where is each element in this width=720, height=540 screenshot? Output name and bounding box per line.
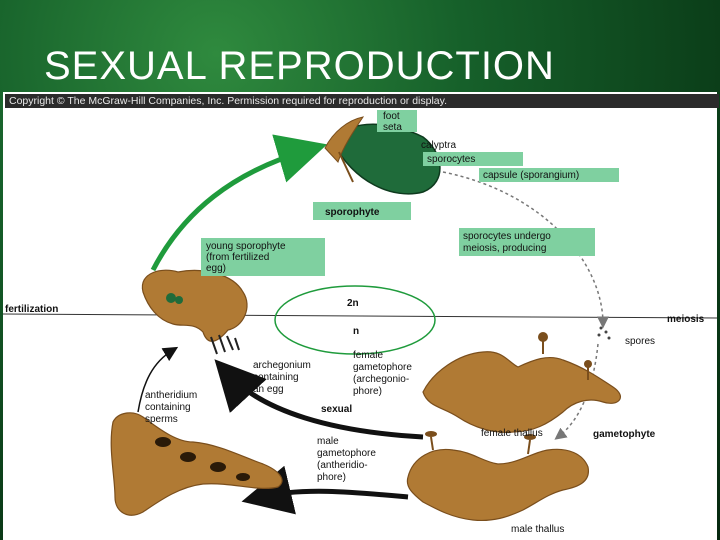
male-gametophore-line-2: gametophore — [317, 448, 376, 459]
archegonium-line-3: an egg — [253, 384, 284, 395]
sporophyte-label-bg — [313, 202, 411, 220]
slide-title: SEXUAL REPRODUCTION — [44, 44, 555, 88]
young-sporophyte-label-bg — [201, 238, 325, 276]
male-thallus-label: male thallus — [511, 524, 564, 535]
seta-label: seta — [383, 122, 402, 133]
diploid-label: 2n — [347, 298, 359, 309]
female-gametophyte-thallus — [422, 332, 621, 433]
diagram-panel: Copyright © The McGraw-Hill Companies, I… — [3, 92, 719, 540]
male-gametophyte-thallus-right — [406, 431, 590, 522]
female-gametophore-line-1: female — [353, 350, 383, 361]
female-gametophore-line-2: gametophore — [353, 362, 412, 373]
foot-label: foot — [383, 111, 400, 122]
archegonium-cluster — [210, 334, 240, 355]
foot-seta-label-bg — [377, 110, 417, 132]
young-sporophyte-line-2: (from fertilized — [206, 252, 269, 263]
female-gametophore-line-3: (archegonio- — [353, 374, 409, 385]
antheridium-line-1: antheridium — [145, 390, 197, 401]
spores-dots — [597, 326, 611, 340]
male-gametophyte-thallus-left — [110, 412, 283, 516]
spores-label: spores — [625, 336, 655, 347]
sporophyte-label: sporophyte — [325, 207, 380, 218]
young-sporophyte-line-3: egg) — [206, 263, 226, 274]
sporophyte-capsule — [324, 116, 441, 195]
gametophyte-label: gametophyte — [593, 429, 656, 440]
green-arrow-sporophyte — [150, 134, 328, 272]
haploid-label: n — [353, 326, 359, 337]
life-cycle-diagram: foot seta calyptra sporocytes capsule (s… — [3, 110, 717, 535]
capsule-label: capsule (sporangium) — [483, 170, 579, 181]
antheridium-line-2: containing — [145, 402, 191, 413]
meiosis-note-line-1: sporocytes undergo — [463, 231, 551, 242]
ploidy-divider-line — [3, 313, 717, 319]
calyptra-label: calyptra — [421, 140, 456, 151]
male-gametophore-line-3: (antheridio- — [317, 460, 368, 471]
sexual-label: sexual — [321, 404, 352, 415]
meiosis-note-line-2: meiosis, producing — [463, 243, 546, 254]
black-arrow-to-archegonium — [214, 359, 424, 440]
ploidy-ellipse — [274, 285, 436, 355]
female-gametophore-line-4: phore) — [353, 386, 382, 397]
fertilization-label: fertilization — [5, 304, 58, 315]
meiosis-note-bg — [459, 228, 595, 256]
black-arrow-to-antheridium — [241, 465, 409, 515]
archegonium-line-2: containing — [253, 372, 299, 383]
sporocytes-label: sporocytes — [427, 154, 475, 165]
archegonium-line-1: archegonium — [253, 360, 311, 371]
male-gametophore-line-1: male — [317, 436, 339, 447]
copyright-banner: Copyright © The McGraw-Hill Companies, I… — [5, 94, 719, 108]
capsule-label-bg — [479, 168, 619, 182]
female-thallus-label: female thallus — [481, 428, 543, 439]
meiosis-label: meiosis — [667, 314, 705, 325]
sperm-arrow — [137, 346, 179, 413]
sporocytes-label-bg — [423, 152, 523, 166]
male-gametophore-line-4: phore) — [317, 472, 346, 483]
young-sporophyte-line-1: young sporophyte — [206, 241, 286, 252]
dotted-arrow-to-gametophyte — [554, 343, 599, 440]
antheridium-line-3: sperms — [145, 414, 178, 425]
young-sporophyte-structure — [141, 269, 248, 342]
